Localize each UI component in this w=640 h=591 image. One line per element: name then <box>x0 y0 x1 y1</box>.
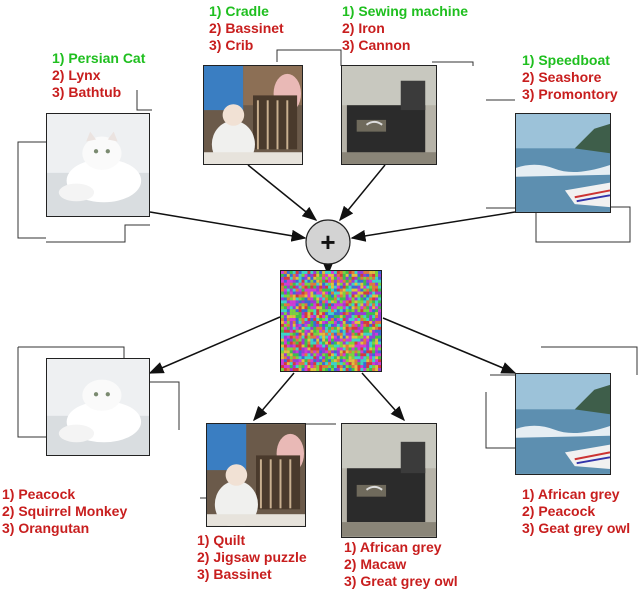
label-rank-3: 3) Crib <box>209 37 254 53</box>
boat-clean-labels: 1) Speedboat 2) Seashore 3) Promontory <box>522 52 618 103</box>
label-rank-1: 1) Cradle <box>209 3 269 19</box>
doll-perturbed-labels: 1) Quilt 2) Jigsaw puzzle 3) Bassinet <box>197 532 307 583</box>
doll-image-perturbed <box>206 423 306 527</box>
label-rank-1: 1) Sewing machine <box>342 3 469 19</box>
label-rank-1: 1) African grey <box>522 486 620 502</box>
label-rank-3: 3) Bathtub <box>52 84 122 100</box>
perturbation-noise-image <box>280 270 382 372</box>
label-rank-3: 3) Orangutan <box>2 520 90 536</box>
sewing-clean-labels: 1) Sewing machine 2) Iron 3) Cannon <box>342 3 468 54</box>
sewing-perturbed-labels: 1) African grey 2) Macaw 3) Great grey o… <box>344 539 458 590</box>
label-rank-1: 1) Peacock <box>2 486 76 502</box>
cat-image-clean <box>46 113 150 217</box>
boat-image-clean <box>515 113 611 213</box>
cat-clean-labels: 1) Persian Cat 2) Lynx 3) Bathtub <box>52 50 145 101</box>
label-rank-1: 1) Quilt <box>197 532 246 548</box>
label-rank-2: 2) Seashore <box>522 69 602 85</box>
doll-image-clean <box>203 65 303 165</box>
label-rank-1: 1) Persian Cat <box>52 50 146 66</box>
sewing-image-perturbed <box>341 423 437 538</box>
bracket-lines <box>17 49 638 499</box>
label-rank-3: 3) Bassinet <box>197 566 272 582</box>
label-rank-3: 3) Promontory <box>522 86 618 102</box>
doll-clean-labels: 1) Cradle 2) Bassinet 3) Crib <box>209 3 284 54</box>
cat-perturbed-labels: 1) Peacock 2) Squirrel Monkey 3) Orangut… <box>2 486 127 537</box>
boat-image-perturbed <box>515 373 611 475</box>
plus-operator: + <box>320 227 335 257</box>
plus-operator-circle <box>305 219 351 265</box>
cat-image-perturbed <box>46 358 150 456</box>
label-rank-1: 1) African grey <box>344 539 442 555</box>
label-rank-3: 3) Great grey owl <box>344 573 458 589</box>
label-rank-2: 2) Squirrel Monkey <box>2 503 128 519</box>
sewing-image-clean <box>341 65 437 165</box>
label-rank-2: 2) Bassinet <box>209 20 284 36</box>
arrows <box>148 164 517 422</box>
label-rank-3: 3) Cannon <box>342 37 411 53</box>
label-rank-1: 1) Speedboat <box>522 52 610 68</box>
label-rank-2: 2) Iron <box>342 20 385 36</box>
label-rank-2: 2) Macaw <box>344 556 407 572</box>
label-rank-3: 3) Geat grey owl <box>522 520 631 536</box>
label-rank-2: 2) Peacock <box>522 503 596 519</box>
label-rank-2: 2) Lynx <box>52 67 101 83</box>
label-rank-2: 2) Jigsaw puzzle <box>197 549 307 565</box>
boat-perturbed-labels: 1) African grey 2) Peacock 3) Geat grey … <box>522 486 630 537</box>
